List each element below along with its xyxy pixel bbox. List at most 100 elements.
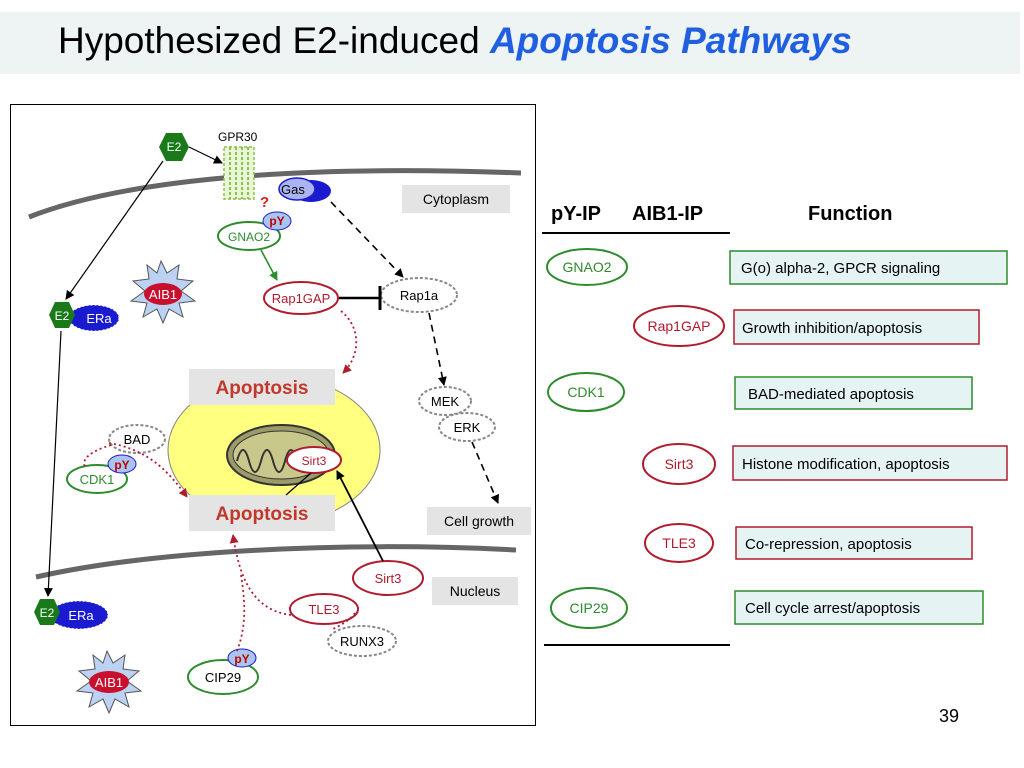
gas-label: Gas <box>281 182 305 197</box>
e2-hexagon-top <box>159 133 189 161</box>
erk-label: ERK <box>454 420 481 435</box>
e2-label-mid: E2 <box>55 309 70 323</box>
function-text-sirt3: Histone modification, apoptosis <box>742 456 950 473</box>
arrow-e2-to-gpr30 <box>188 146 223 164</box>
function-box-gnao2 <box>729 250 1008 285</box>
sirt3-label-mito: Sirt3 <box>302 454 327 468</box>
cip29-node-diagram <box>187 659 259 695</box>
arrow-gas-to-rap1a <box>330 201 404 278</box>
link-sirt3-mito <box>285 472 312 496</box>
slide-title: Hypothesized E2-induced Apoptosis Pathwa… <box>58 20 852 62</box>
sirt3-node-nucleus <box>352 560 424 596</box>
col-header-py-ip: pY-IP <box>551 203 601 225</box>
function-box-cip29 <box>734 590 984 625</box>
cytoplasm-label: Cytoplasm <box>423 191 489 207</box>
aib1-node-bottom <box>89 671 129 693</box>
function-box-cdk1 <box>734 376 973 410</box>
bad-label: BAD <box>124 432 151 447</box>
table-protein-label-rap1gap: Rap1GAP <box>647 318 710 334</box>
py-label-cip29: pY <box>234 652 249 666</box>
py-label-cdk1: pY <box>114 458 129 472</box>
pathway-diagram: GPR30 Gas ? E2 GNAO2 pY Rap1GAP Rap1a Cy… <box>28 130 531 715</box>
gnao2-label: GNAO2 <box>228 230 270 244</box>
aib1-node-top <box>144 283 182 305</box>
pathway-diagram-panel: GPR30 Gas ? E2 GNAO2 pY Rap1GAP Rap1a Cy… <box>10 104 536 726</box>
table-protein-label-tle3: TLE3 <box>662 535 696 551</box>
cell-growth-label-box <box>427 507 531 535</box>
py-label-gnao2: pY <box>269 214 284 228</box>
link-cip29-to-tle3 <box>236 574 246 652</box>
col-header-function: Function <box>808 203 892 225</box>
erk-node <box>438 412 496 442</box>
era-label-bottom: ERa <box>68 608 94 623</box>
function-box-rap1gap <box>733 309 980 345</box>
aib1-label-top: AIB1 <box>149 287 177 302</box>
mek-label: MEK <box>431 394 460 409</box>
e2-label-bottom: E2 <box>40 606 55 620</box>
py-badge-cdk1 <box>107 454 137 474</box>
title-bar <box>0 12 1020 74</box>
arrow-era-to-nucleus <box>43 330 62 597</box>
function-text-gnao2: G(o) alpha-2, GPCR signaling <box>741 260 940 277</box>
tle3-label-diagram: TLE3 <box>308 602 339 617</box>
rap1a-label: Rap1a <box>400 288 439 303</box>
rap1gap-node <box>263 281 339 315</box>
gpr30-receptor-icon <box>223 146 255 200</box>
aib1-label-bottom: AIB1 <box>95 675 123 690</box>
function-text-cdk1: BAD-mediated apoptosis <box>748 386 914 403</box>
cip29-label-diagram: CIP29 <box>205 670 241 685</box>
page-number: 39 <box>939 706 960 726</box>
function-text-cip29: Cell cycle arrest/apoptosis <box>745 600 920 617</box>
cytoplasm-label-box <box>402 185 510 213</box>
rap1a-node <box>380 277 458 313</box>
arrow-rap1a-to-mek <box>428 312 447 386</box>
apoptosis-box-top <box>189 369 335 405</box>
nucleus-label: Nucleus <box>450 583 501 599</box>
runx3-label: RUNX3 <box>340 634 384 649</box>
sirt3-node-mito <box>286 446 342 474</box>
table-protein-label-cip29: CIP29 <box>570 600 609 616</box>
apoptosis-label-bottom: Apoptosis <box>216 504 309 525</box>
runx3-node <box>327 625 397 657</box>
apoptosis-box-bottom <box>189 495 335 531</box>
tle3-node-diagram <box>289 593 359 625</box>
link-bad-cdk1 <box>83 444 112 468</box>
nuclear-membrane <box>35 544 517 580</box>
e2-hexagon-mid <box>49 302 75 328</box>
title-plain: Hypothesized E2-induced <box>58 20 490 61</box>
e2-label-top: E2 <box>167 140 182 154</box>
table-protein-label-sirt3: Sirt3 <box>665 456 694 472</box>
function-box-sirt3 <box>732 445 1008 481</box>
arrow-rap1gap-to-apoptosis <box>340 310 358 374</box>
gas-node <box>278 177 331 202</box>
gnao2-node <box>217 221 281 251</box>
cdk1-label-diagram: CDK1 <box>80 472 115 487</box>
link-tle3-runx3 <box>332 612 356 630</box>
arrow-sirt3-nucleus-to-mito <box>336 470 384 562</box>
table-protein-sirt3 <box>642 443 716 485</box>
arrow-tle3-to-apoptosis <box>229 534 292 616</box>
bad-node <box>108 424 166 454</box>
gpr30-label: GPR30 <box>218 130 258 144</box>
title-emphasis: Apoptosis Pathways <box>489 20 852 61</box>
py-badge-cip29 <box>227 648 257 668</box>
apoptosis-label-top: Apoptosis <box>216 378 309 399</box>
table-protein-label-gnao2: GNAO2 <box>562 259 611 275</box>
table-protein-tle3 <box>644 523 714 563</box>
e2-hexagon-bottom <box>34 599 60 625</box>
arrow-erk-to-cell-growth <box>471 441 500 504</box>
function-text-tle3: Co-repression, apoptosis <box>745 536 912 553</box>
arrow-gnao2-to-rap1gap <box>260 249 278 281</box>
cdk1-node-diagram <box>66 464 128 494</box>
table-protein-cip29 <box>550 587 628 629</box>
cell-growth-label: Cell growth <box>444 513 514 529</box>
nucleus-label-box <box>432 577 518 605</box>
table-protein-label-cdk1: CDK1 <box>567 384 605 400</box>
question-mark: ? <box>260 194 269 211</box>
function-box-tle3 <box>735 526 973 560</box>
py-badge-gnao2 <box>262 211 292 231</box>
arrow-e2-to-era <box>65 160 164 300</box>
mek-node <box>418 386 472 416</box>
table-protein-cdk1 <box>547 372 625 412</box>
function-text-rap1gap: Growth inhibition/apoptosis <box>742 320 922 337</box>
